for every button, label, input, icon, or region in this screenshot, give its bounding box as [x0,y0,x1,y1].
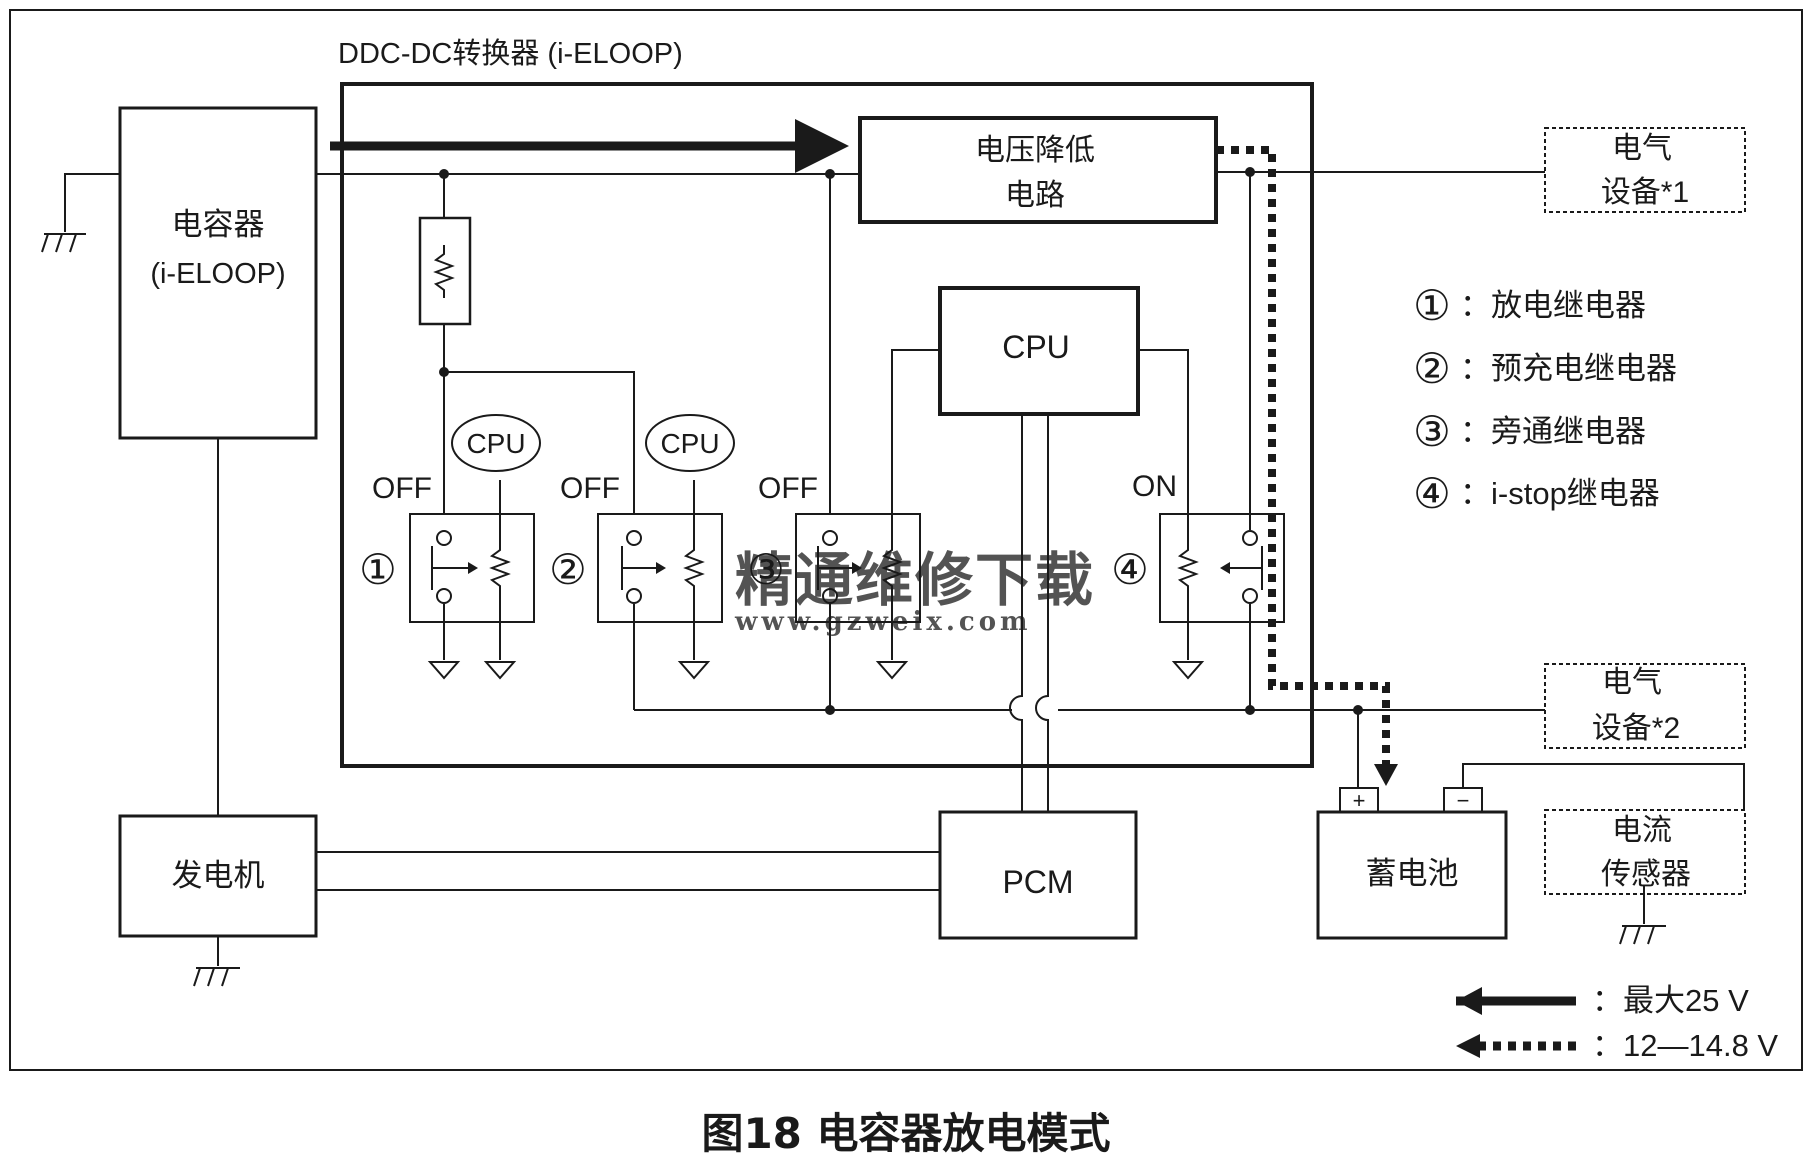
load1-box [1544,127,1746,213]
figure-caption: 图18 电容器放电模式 [701,1109,1110,1158]
arrow-legend: ：最大25 V ：12—14.8 V [1456,983,1778,1063]
legend-dotted-text: ：12—14.8 V [1592,1028,1778,1063]
cpu-to-relay4 [1138,349,1189,514]
relay-1 [409,480,535,680]
relay2-number: ② [549,546,587,593]
junction-dot [1245,167,1255,177]
relay-legend: ① ：放电继电器 ② ：预充电继电器 ③ ：旁通继电器 ④ ：i-stop继电器 [1413,282,1677,517]
cpu-pcm-link [1035,414,1049,812]
relay3-number: ③ [747,546,785,593]
battery-minus-sign: − [1457,788,1470,813]
legend-solid-arrowhead-icon [1456,987,1482,1015]
generator-pcm-link [316,851,940,891]
relay4-state: ON [1132,470,1177,503]
relay2-state: OFF [560,472,620,505]
junction-dot [825,705,835,715]
watermark-url: www.gzweix.com [734,607,1032,637]
load1-sublabel: 设备*1 [1601,176,1689,209]
dotted-path-12-14v [1216,146,1390,764]
junction-dot [1245,705,1255,715]
watermark-logo: 精通维修下载 [735,546,1095,614]
converter-box [340,82,1314,768]
pcm-box [938,810,1138,940]
sensor-label: 电流 [1612,814,1672,847]
resistor [418,174,635,514]
legend-relay1-number: ① [1413,282,1451,329]
relay-2 [597,480,723,710]
load2-box [1544,663,1746,749]
relay1-state: OFF [372,472,432,505]
sensor-sublabel: 传感器 [1601,858,1691,891]
generator-box [118,814,318,938]
legend-relay3-text: ：旁通继电器 [1460,414,1646,449]
junction-dot [825,169,835,179]
battery-label: 蓄电池 [1366,856,1459,891]
capacitor-label: 电容器 [172,207,265,242]
generator-label: 发电机 [172,858,265,893]
step-down-sublabel: 电路 [1005,179,1065,212]
cpu-to-relay3 [891,349,940,514]
load1-label: 电气 [1612,132,1672,165]
step-down-box [858,116,1218,224]
dotted-arrowhead [1374,764,1398,786]
ground-symbol [1619,886,1666,945]
legend-relay2-number: ② [1413,345,1451,392]
relay2-cpu-label: CPU [660,428,719,459]
converter-title: DDC-DC转换器 (i-ELOOP) [338,37,683,70]
relay1-cpu-label: CPU [466,428,525,459]
legend-relay4-number: ④ [1413,470,1451,517]
junction-dot [439,169,449,179]
cpu-pcm-link [1009,414,1023,812]
relay-4 [1159,172,1285,710]
sensor-box [1544,809,1746,895]
step-down-label: 电压降低 [975,134,1095,167]
relay4-number: ④ [1111,546,1149,593]
legend-relay1-text: ：放电继电器 [1460,288,1646,323]
battery-plus-sign: + [1353,788,1366,813]
capacitor-sublabel: (i-ELOOP) [150,258,285,290]
junction-dot [439,367,449,377]
main-cpu-label: CPU [1002,329,1070,365]
load2-sublabel: 设备*2 [1592,712,1680,745]
legend-relay4-text: ：i-stop继电器 [1460,476,1660,511]
pcm-label: PCM [1002,864,1073,900]
relay2-cpu [645,414,735,472]
legend-dotted-arrowhead-icon [1456,1034,1480,1058]
relay1-number: ① [359,546,397,593]
legend-relay2-text: ：预充电继电器 [1460,351,1677,386]
diagram-frame [9,9,1803,1071]
legend-solid-text: ：最大25 V [1592,983,1749,1018]
ground-symbol [193,936,240,987]
ground-symbol [41,173,120,253]
battery-minus-wire [1462,763,1745,810]
relay3-state: OFF [758,472,818,505]
legend-relay3-number: ③ [1413,408,1451,455]
relay-3 [795,513,921,710]
battery-box [1316,810,1508,940]
load2-label: 电气 [1602,666,1662,699]
relay1-cpu [451,414,541,472]
